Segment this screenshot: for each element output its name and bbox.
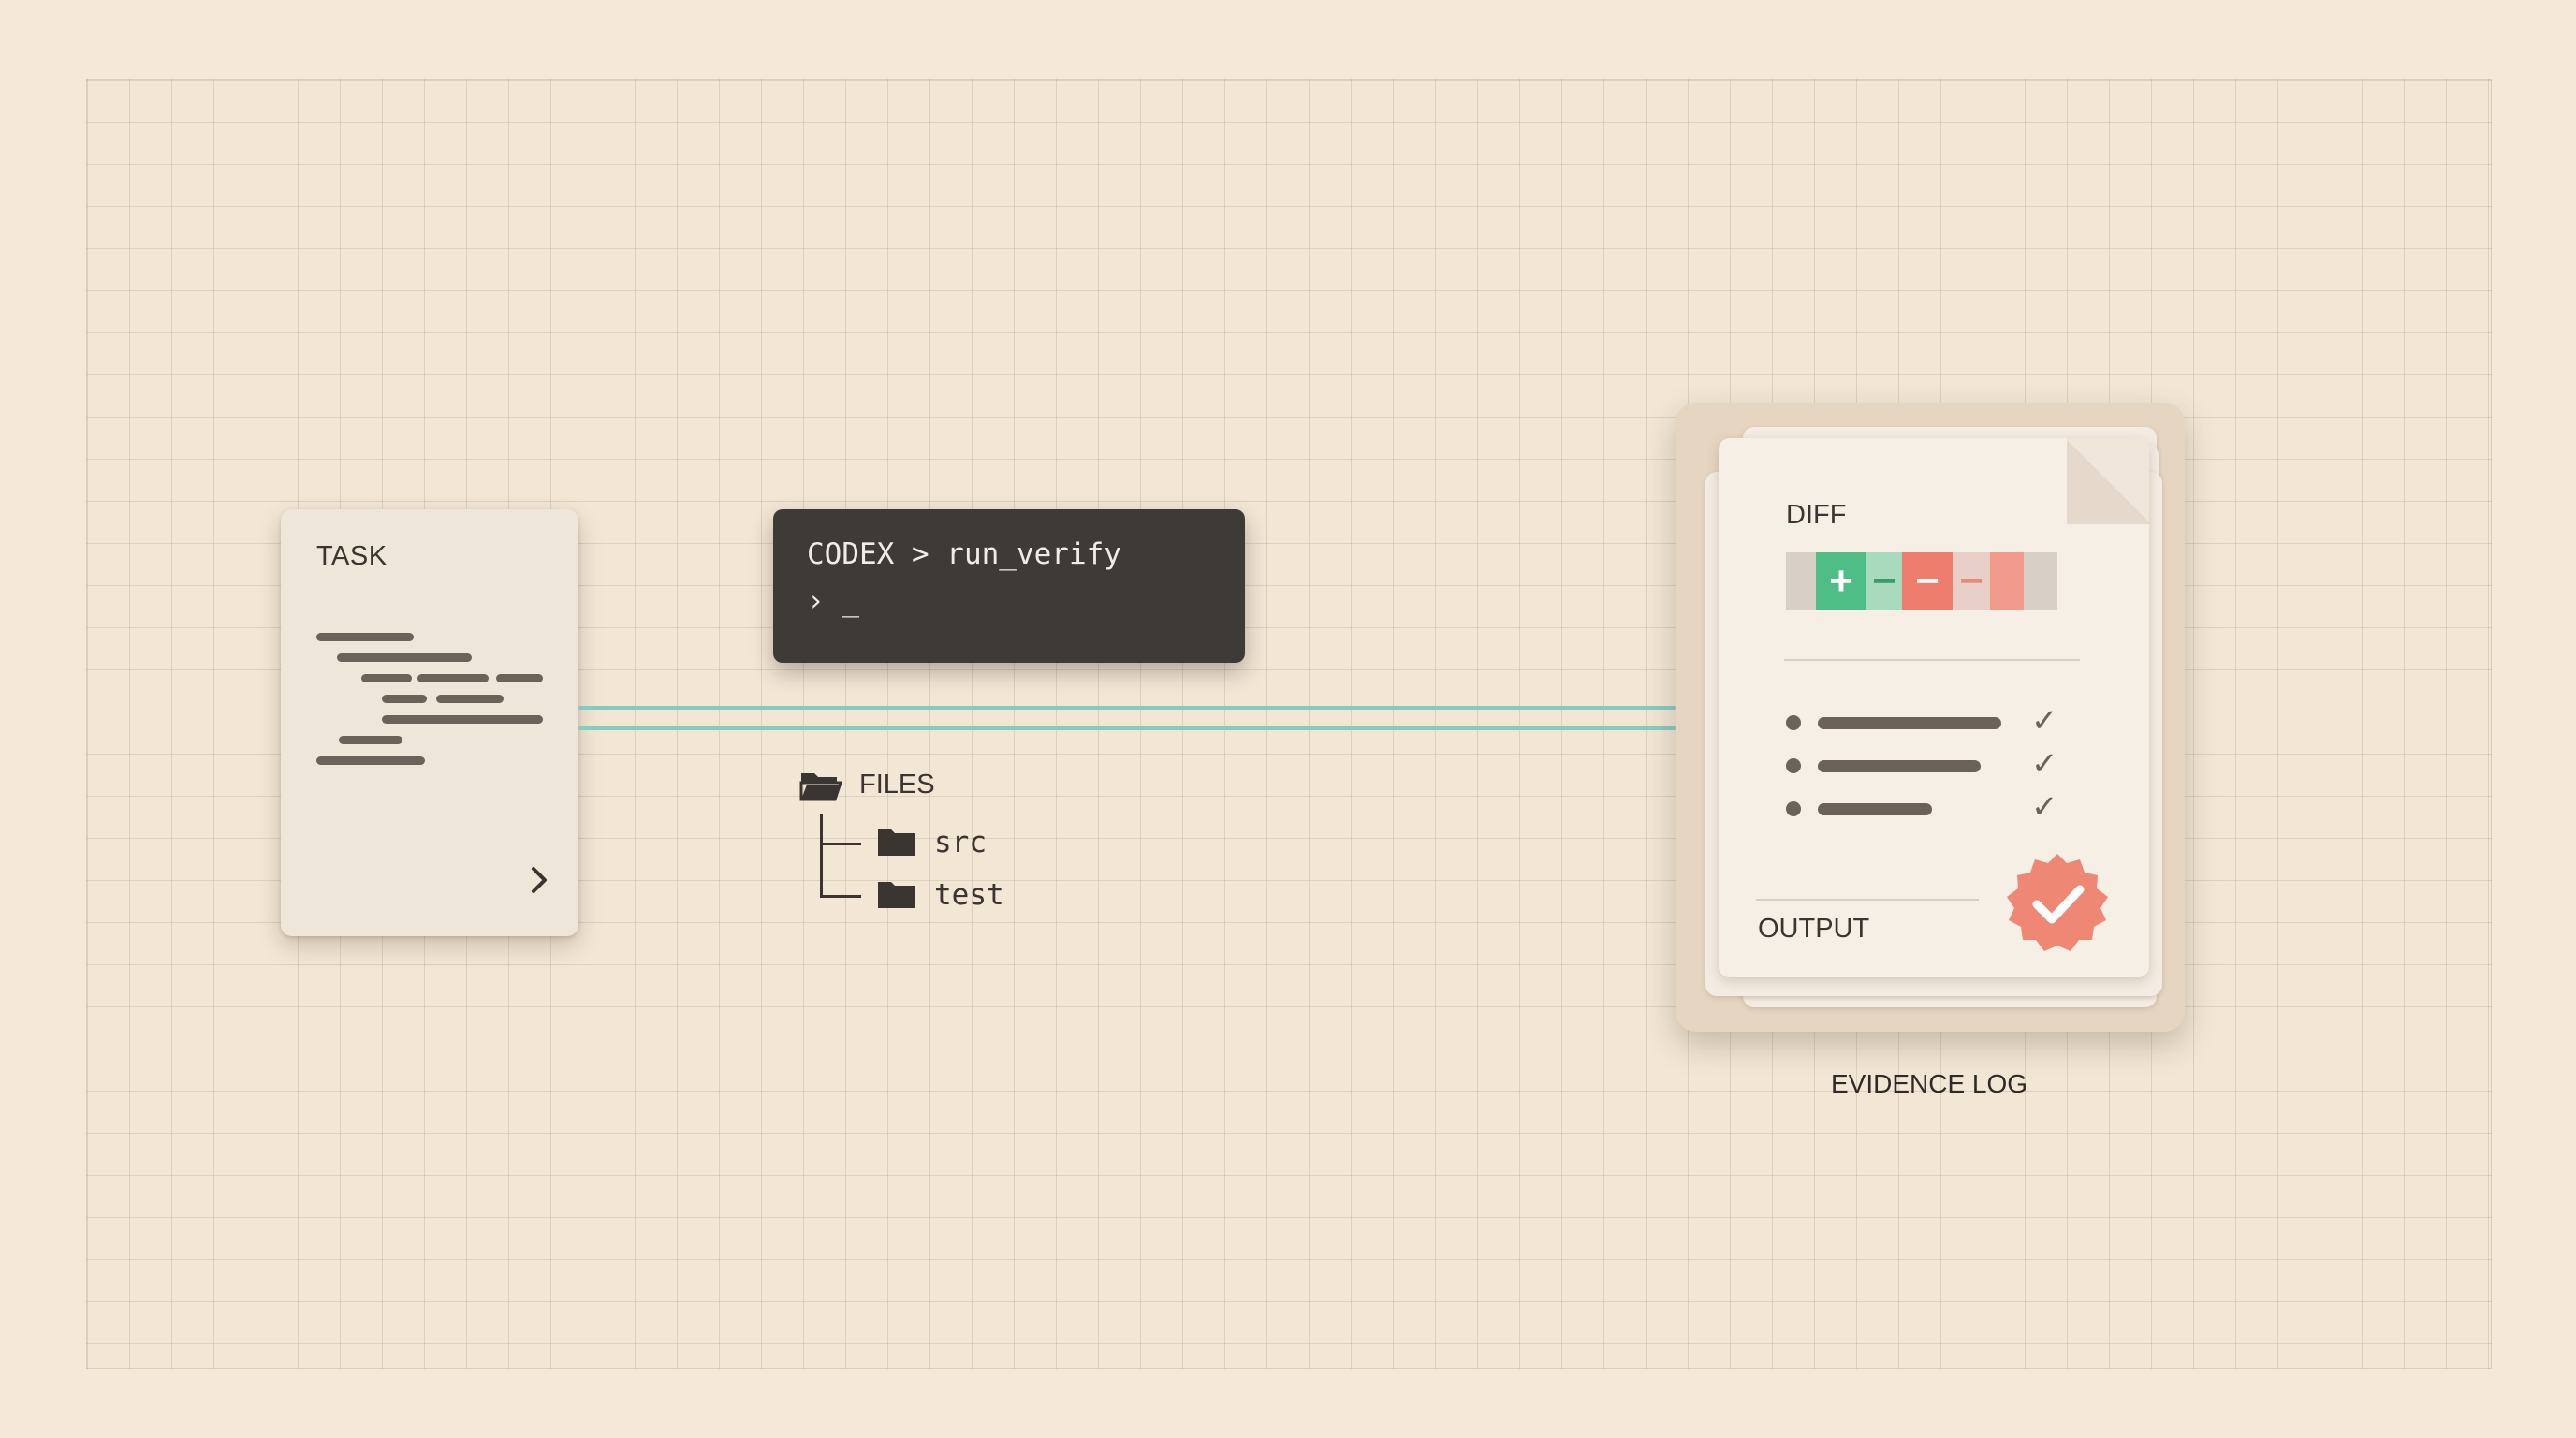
task-title: TASK: [316, 541, 388, 571]
task-text-line: [382, 715, 543, 724]
diff-cell-remove-light: −: [1953, 552, 1990, 610]
check-icon: ✓: [2031, 703, 2058, 739]
connector-line: [578, 726, 1676, 730]
task-text-line: [382, 695, 427, 703]
diff-cell-neutral: [1786, 552, 1816, 610]
tree-connector: [820, 843, 861, 845]
diff-bar: + − − −: [1786, 552, 2057, 610]
list-item-line: [1818, 803, 1932, 815]
task-text-line: [316, 633, 414, 641]
task-text-line: [436, 695, 504, 703]
tree-connector: [820, 814, 823, 897]
diff-cell-remove-bar: [1990, 552, 2024, 610]
diff-cell-add-light: −: [1866, 552, 1902, 610]
connector-line: [578, 706, 1676, 710]
task-text-line: [417, 674, 489, 682]
tree-connector: [820, 895, 861, 898]
folder-name-src[interactable]: src: [934, 826, 987, 859]
evidence-document[interactable]: DIFF + − − − ✓ ✓ ✓ OUTPUT: [1719, 438, 2149, 977]
section-divider: [1756, 899, 1979, 901]
evidence-log-label: EVIDENCE LOG: [1831, 1069, 2028, 1098]
task-card[interactable]: TASK: [281, 509, 578, 936]
folder-icon[interactable]: [876, 826, 917, 862]
terminal-command: CODEX > run_verify: [807, 537, 1121, 571]
folder-icon[interactable]: [876, 878, 917, 915]
check-icon: ✓: [2031, 789, 2058, 825]
diff-label: DIFF: [1786, 500, 1847, 530]
section-divider: [1784, 659, 2080, 661]
task-text-line: [361, 674, 412, 682]
list-bullet: [1786, 801, 1801, 816]
list-item-line: [1818, 760, 1981, 772]
task-text-line: [339, 736, 402, 744]
list-bullet: [1786, 758, 1801, 773]
files-label: FILES: [859, 770, 935, 800]
verified-stamp-icon: [2003, 850, 2112, 959]
page-corner-fold: [2067, 438, 2149, 524]
list-bullet: [1786, 715, 1801, 730]
diff-cell-neutral: [2024, 552, 2057, 610]
folder-name-test[interactable]: test: [934, 878, 1004, 912]
task-text-line: [316, 756, 425, 765]
list-item-line: [1818, 717, 2001, 729]
check-icon: ✓: [2031, 746, 2058, 782]
output-label: OUTPUT: [1758, 914, 1870, 944]
task-text-line: [496, 674, 543, 682]
terminal-window[interactable]: CODEX > run_verify › _: [773, 509, 1245, 663]
diff-cell-remove: −: [1902, 552, 1953, 610]
diff-cell-add: +: [1816, 552, 1866, 610]
folder-open-icon: [799, 770, 843, 806]
terminal-prompt: › _: [807, 584, 859, 618]
chevron-right-icon[interactable]: [526, 863, 552, 905]
task-text-line: [337, 653, 472, 662]
